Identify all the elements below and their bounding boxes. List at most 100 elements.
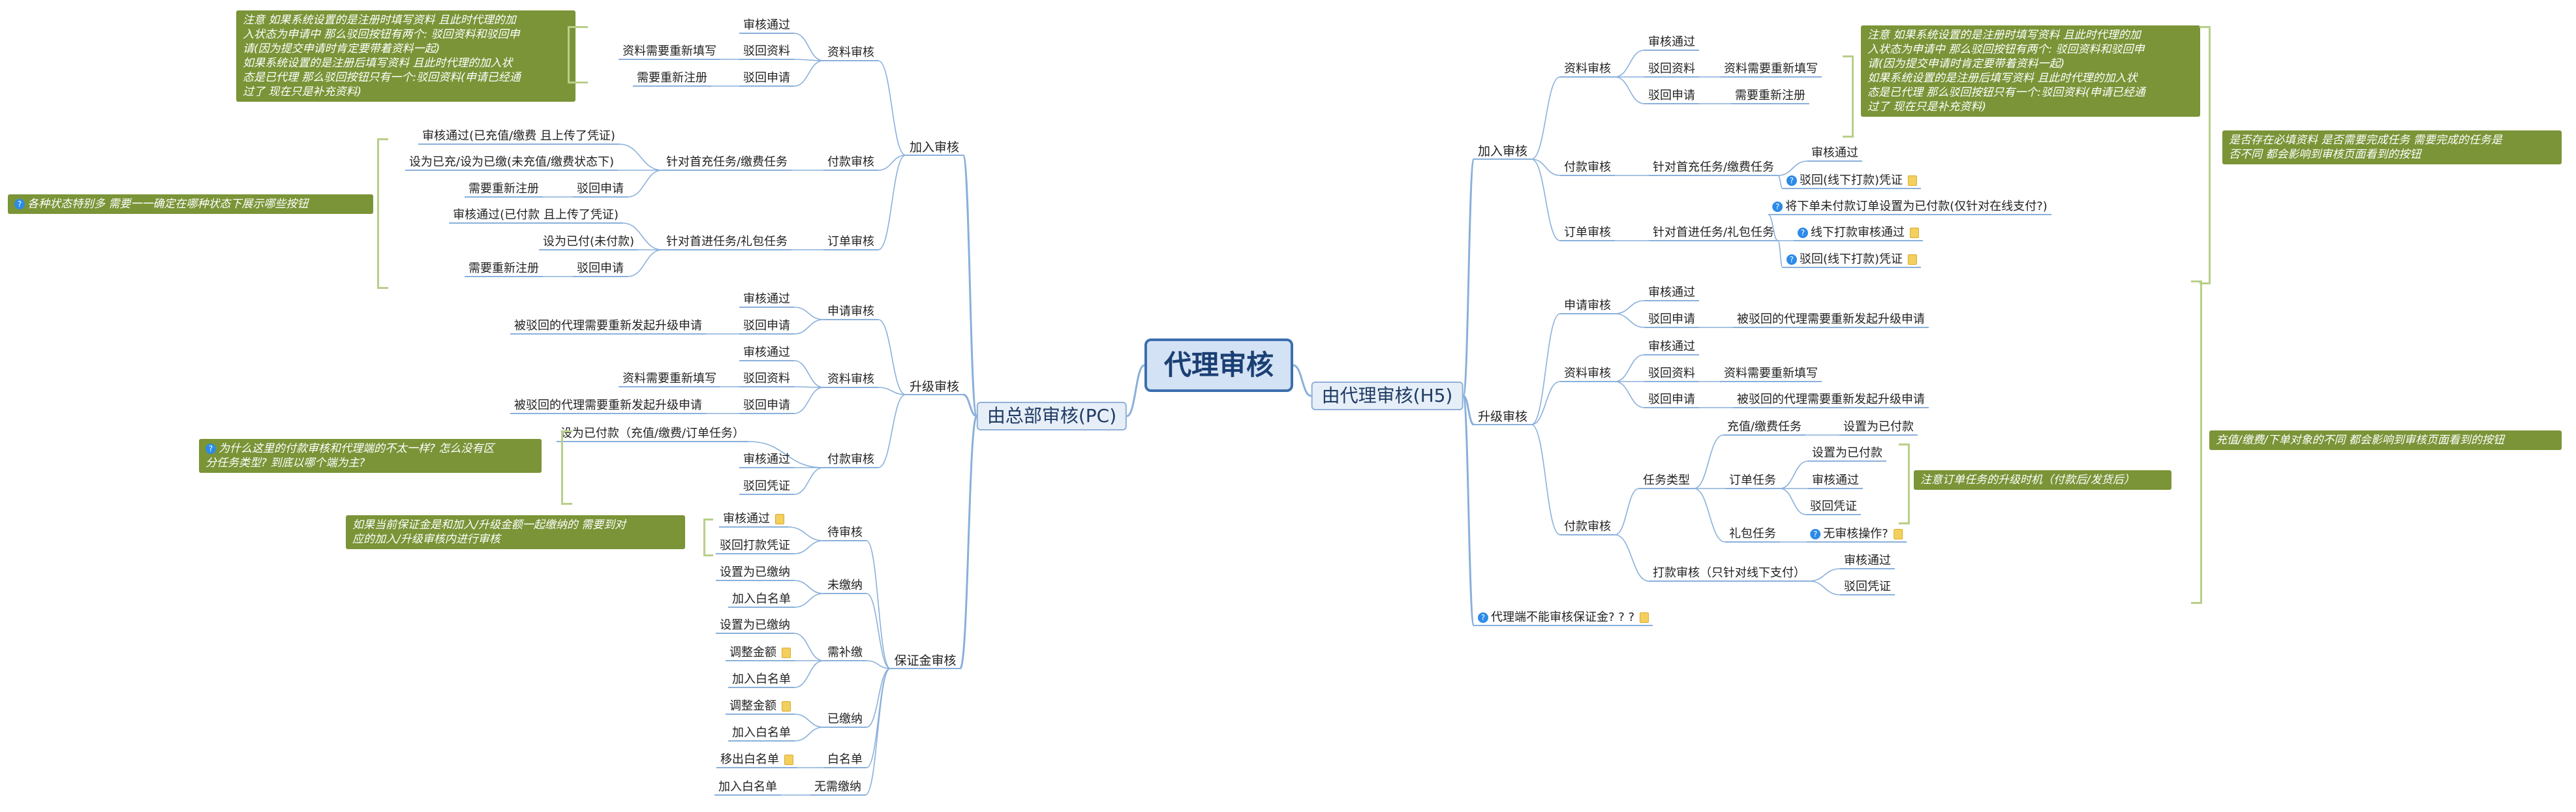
node-pjpt[interactable]: 针对首充任务/缴费任务 [662,155,792,171]
node-hua[interactable]: 申请审核 [1560,299,1615,314]
node-h5[interactable]: 由代理审核(H5) [1311,382,1464,410]
node-pdn1[interactable]: 加入白名单 [714,780,781,796]
node-hjpt[interactable]: 针对首充任务/缴费任务 [1648,160,1779,176]
node-pjo[interactable]: 订单审核 [823,235,878,250]
node-pum1[interactable]: 审核通过 [739,346,794,361]
node-hjot[interactable]: 针对首进任务/礼包任务 [1648,226,1779,241]
node-pjm3a[interactable]: 需要重新注册 [633,71,711,87]
node-pdn[interactable]: 无需缴纳 [810,780,865,796]
node-pjo3a[interactable]: 需要重新注册 [465,262,543,277]
node-pua2[interactable]: 驳回申请 [739,319,794,335]
node-hjm2[interactable]: 驳回资料 [1644,62,1699,78]
node-hjm3[interactable]: 驳回申请 [1644,89,1699,104]
node-huo[interactable]: 订单任务 [1725,474,1780,489]
node-hut[interactable]: 打款审核（只针对线下支付） [1649,566,1809,582]
node-pjp3[interactable]: 驳回申请 [573,182,628,198]
node-pua[interactable]: 申请审核 [823,305,878,320]
node-hut1[interactable]: 审核通过 [1840,554,1895,569]
node-pdpd[interactable]: 已缴纳 [823,712,866,728]
node-hupt[interactable]: 任务类型 [1639,474,1694,489]
node-hjp2[interactable]: ?驳回(线下打款)凭证 [1782,173,1922,189]
node-hjp1[interactable]: 审核通过 [1807,146,1862,162]
node-pua1[interactable]: 审核通过 [739,292,794,308]
node-pdt[interactable]: 需补缴 [823,646,866,661]
node-pdp2[interactable]: 驳回打款凭证 [716,539,794,554]
node-pjm3[interactable]: 驳回申请 [739,71,794,87]
node-hum1[interactable]: 审核通过 [1644,340,1699,355]
node-pum3[interactable]: 驳回申请 [739,398,794,414]
node-pum[interactable]: 资料审核 [823,372,878,388]
node-pdt2[interactable]: 调整金额 [726,646,795,661]
node-pjm2[interactable]: 驳回资料 [739,44,794,60]
node-hup[interactable]: 升级审核 [1473,410,1532,425]
node-pum3a[interactable]: 被驳回的代理需要重新发起升级申请 [510,398,706,414]
node-hjm2a[interactable]: 资料需要重新填写 [1720,62,1822,78]
node-pjp1[interactable]: 审核通过(已充值/缴费 且上传了凭证) [418,129,619,145]
node-hjoin[interactable]: 加入审核 [1473,144,1532,160]
node-pc[interactable]: 由总部审核(PC) [976,402,1127,430]
node-huo2[interactable]: 审核通过 [1808,474,1863,489]
node-hut2[interactable]: 驳回凭证 [1840,580,1895,595]
node-label: 打款审核（只针对线下支付） [1653,566,1805,580]
node-pua2a[interactable]: 被驳回的代理需要重新发起升级申请 [510,319,706,335]
note-icon [775,514,784,524]
node-hjm[interactable]: 资料审核 [1560,62,1615,78]
node-hum2[interactable]: 驳回资料 [1644,367,1699,382]
node-hjo2[interactable]: ?线下打款审核通过 [1794,226,1923,241]
node-hjm3a[interactable]: 需要重新注册 [1731,89,1809,104]
node-hug[interactable]: 礼包任务 [1725,527,1780,543]
node-huo3[interactable]: 驳回凭证 [1806,500,1861,515]
node-pjo1[interactable]: 审核通过(已付款 且上传了凭证) [449,208,622,224]
node-hjo3[interactable]: ?驳回(线下打款)凭证 [1782,252,1922,268]
node-pdw[interactable]: 白名单 [823,753,866,768]
node-hjm1[interactable]: 审核通过 [1644,35,1699,51]
node-hua1[interactable]: 审核通过 [1644,286,1699,301]
node-pdp1[interactable]: 审核通过 [719,512,788,528]
node-pdep[interactable]: 保证金审核 [890,654,960,669]
node-pjm1[interactable]: 审核通过 [739,18,794,34]
node-pup[interactable]: 升级审核 [905,380,964,395]
node-pjo3[interactable]: 驳回申请 [573,262,628,277]
node-hum3[interactable]: 驳回申请 [1644,393,1699,408]
node-pup2c[interactable]: 驳回凭证 [739,479,794,495]
node-pdt3[interactable]: 加入白名单 [728,672,795,688]
node-hua2[interactable]: 驳回申请 [1644,312,1699,328]
node-pup2b[interactable]: 审核通过 [739,453,794,468]
node-hur[interactable]: 充值/缴费任务 [1723,420,1806,436]
node-pjp3a[interactable]: 需要重新注册 [465,182,543,198]
node-pjm2a[interactable]: 资料需要重新填写 [619,44,720,60]
node-pjoin[interactable]: 加入审核 [905,140,964,156]
node-pdpd2[interactable]: 加入白名单 [728,726,795,742]
node-pjp2[interactable]: 设为已充/设为已缴(未充值/缴费状态下) [405,155,619,171]
node-hum[interactable]: 资料审核 [1560,367,1615,382]
node-pdu2[interactable]: 加入白名单 [728,592,795,608]
node-hjo1[interactable]: ?将下单未付款订单设置为已付款(仅针对在线支付?) [1768,200,2051,215]
node-hur1[interactable]: 设置为已付款 [1839,420,1918,436]
node-root[interactable]: 代理审核 [1144,338,1294,392]
node-pdpd1[interactable]: 调整金额 [726,699,795,715]
node-pdt1[interactable]: 设置为已缴纳 [716,618,794,634]
node-huo1[interactable]: 设置为已付款 [1808,446,1886,462]
node-hjo[interactable]: 订单审核 [1560,226,1615,241]
node-hum3a[interactable]: 被驳回的代理需要重新发起升级申请 [1733,393,1929,408]
node-hup2[interactable]: 付款审核 [1560,520,1615,535]
node-pdu[interactable]: 未缴纳 [823,579,866,594]
node-pum2[interactable]: 驳回资料 [739,372,794,387]
node-label: 需要重新注册 [1735,89,1805,102]
node-hdq[interactable]: ?代理端不能审核保证金? ? ? [1473,610,1653,626]
node-pdw1[interactable]: 移出白名单 [716,753,797,768]
node-hum2a[interactable]: 资料需要重新填写 [1720,367,1822,382]
node-pjot[interactable]: 针对首进任务/礼包任务 [662,235,792,250]
node-hua2a[interactable]: 被驳回的代理需要重新发起升级申请 [1733,312,1929,328]
node-pum2a[interactable]: 资料需要重新填写 [619,372,720,387]
node-pjp[interactable]: 付款审核 [823,155,878,171]
node-pup2a[interactable]: 设为已付款（充值/缴费/订单任务） [556,427,749,442]
node-pdu1[interactable]: 设置为已缴纳 [716,565,794,581]
node-pjo2[interactable]: 设为已付(未付款) [538,235,639,250]
node-pup2[interactable]: 付款审核 [823,453,878,468]
node-pjm[interactable]: 资料审核 [823,46,878,61]
node-hug1[interactable]: ?无审核操作? [1806,527,1907,543]
note-icon [1908,254,1918,265]
node-pdp[interactable]: 待审核 [823,526,866,541]
node-hjp[interactable]: 付款审核 [1560,160,1615,176]
